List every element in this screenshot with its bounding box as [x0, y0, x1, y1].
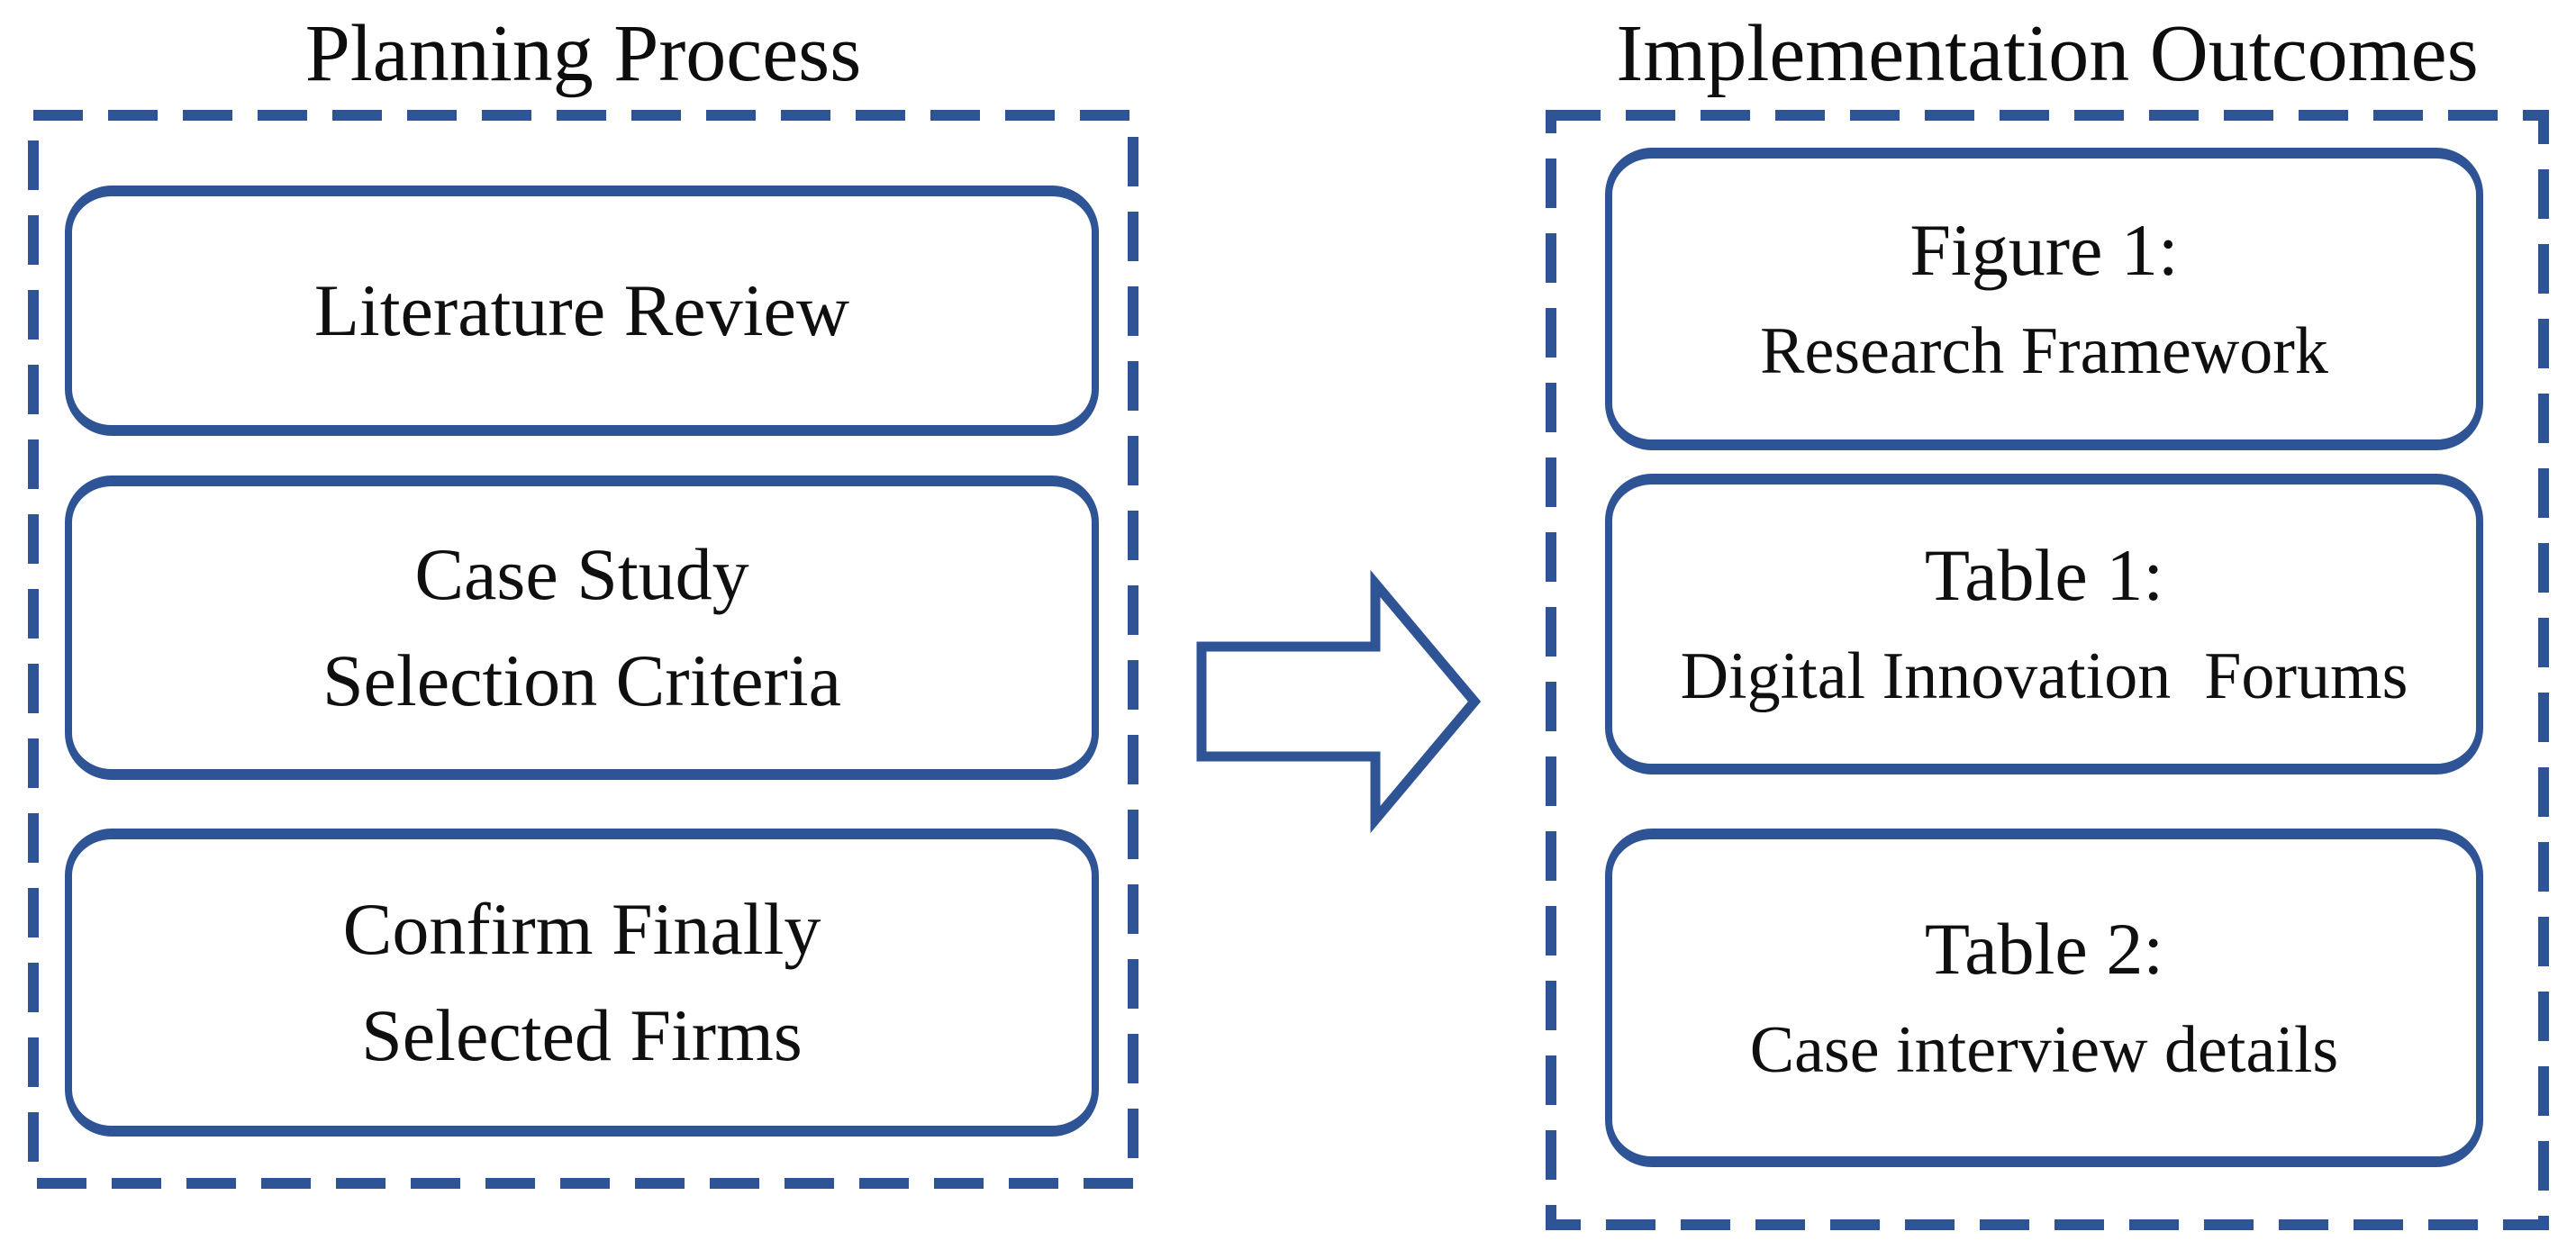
right-arrow-icon: [1196, 569, 1482, 834]
confirm-finally-selected-firms-box: Confirm Finally Selected Firms: [65, 829, 1099, 1137]
box-text-line: Case Study: [414, 533, 749, 616]
box-text-line: Table 2:: [1924, 907, 2164, 990]
implementation-outcomes-title: Implementation Outcomes: [1616, 9, 2479, 98]
box-text-line: Case interview details: [1749, 1013, 2339, 1088]
literature-review-box: Literature Review: [65, 186, 1099, 436]
planning-process-title: Planning Process: [304, 9, 862, 98]
box-text-line: Literature Review: [313, 269, 850, 352]
table-1-digital-innovation-forums-box: Table 1: Digital Innovation Forums: [1605, 474, 2483, 774]
planning-process-dashed-border: [28, 110, 1138, 1189]
box-text-line: Digital Innovation Forums: [1680, 639, 2408, 714]
table-2-case-interview-details-box: Table 2: Case interview details: [1605, 829, 2483, 1167]
box-text-line: Selection Criteria: [322, 639, 842, 721]
box-text-line: Selected Firms: [361, 994, 803, 1076]
case-study-selection-criteria-box: Case Study Selection Criteria: [65, 476, 1099, 780]
implementation-outcomes-dashed-border: [1546, 110, 2549, 1230]
box-text-line: Figure 1:: [1909, 208, 2179, 291]
figure-1-research-framework-box: Figure 1: Research Framework: [1605, 148, 2483, 450]
box-text-line: Table 1:: [1924, 533, 2164, 616]
box-text-line: Confirm Finally: [342, 888, 821, 971]
box-text-line: Research Framework: [1760, 314, 2328, 389]
